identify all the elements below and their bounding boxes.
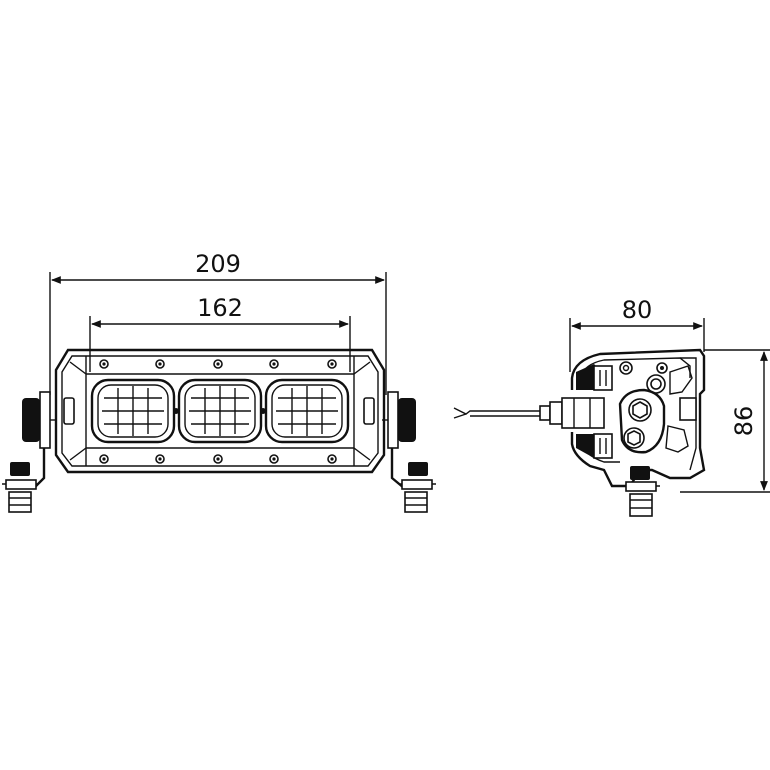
dimension-side-depth: 80 bbox=[569, 296, 705, 372]
power-cable bbox=[453, 401, 563, 425]
lens-left bbox=[90, 378, 176, 444]
lens-center bbox=[177, 378, 263, 444]
light-bar-housing bbox=[54, 348, 386, 474]
dimension-lens-width: 162 bbox=[89, 294, 351, 372]
dimension-label-overall-width: 209 bbox=[195, 250, 241, 278]
top-screw-row bbox=[99, 359, 337, 369]
dimension-label-side-height: 86 bbox=[730, 406, 758, 437]
dimension-label-side-depth: 80 bbox=[622, 296, 653, 324]
bottom-screw-row bbox=[99, 454, 337, 464]
dimension-overall-width: 209 bbox=[49, 250, 387, 395]
dimension-label-lens-width: 162 bbox=[197, 294, 243, 322]
side-mounting-bolt bbox=[622, 466, 660, 517]
lens-right bbox=[264, 378, 350, 444]
left-mounting-bracket bbox=[2, 391, 75, 513]
side-view: 80 86 bbox=[453, 296, 770, 517]
dimension-side-height: 86 bbox=[680, 349, 770, 493]
front-view: 209 162 bbox=[2, 250, 436, 513]
side-housing bbox=[561, 348, 706, 488]
right-mounting-bracket bbox=[363, 391, 436, 513]
